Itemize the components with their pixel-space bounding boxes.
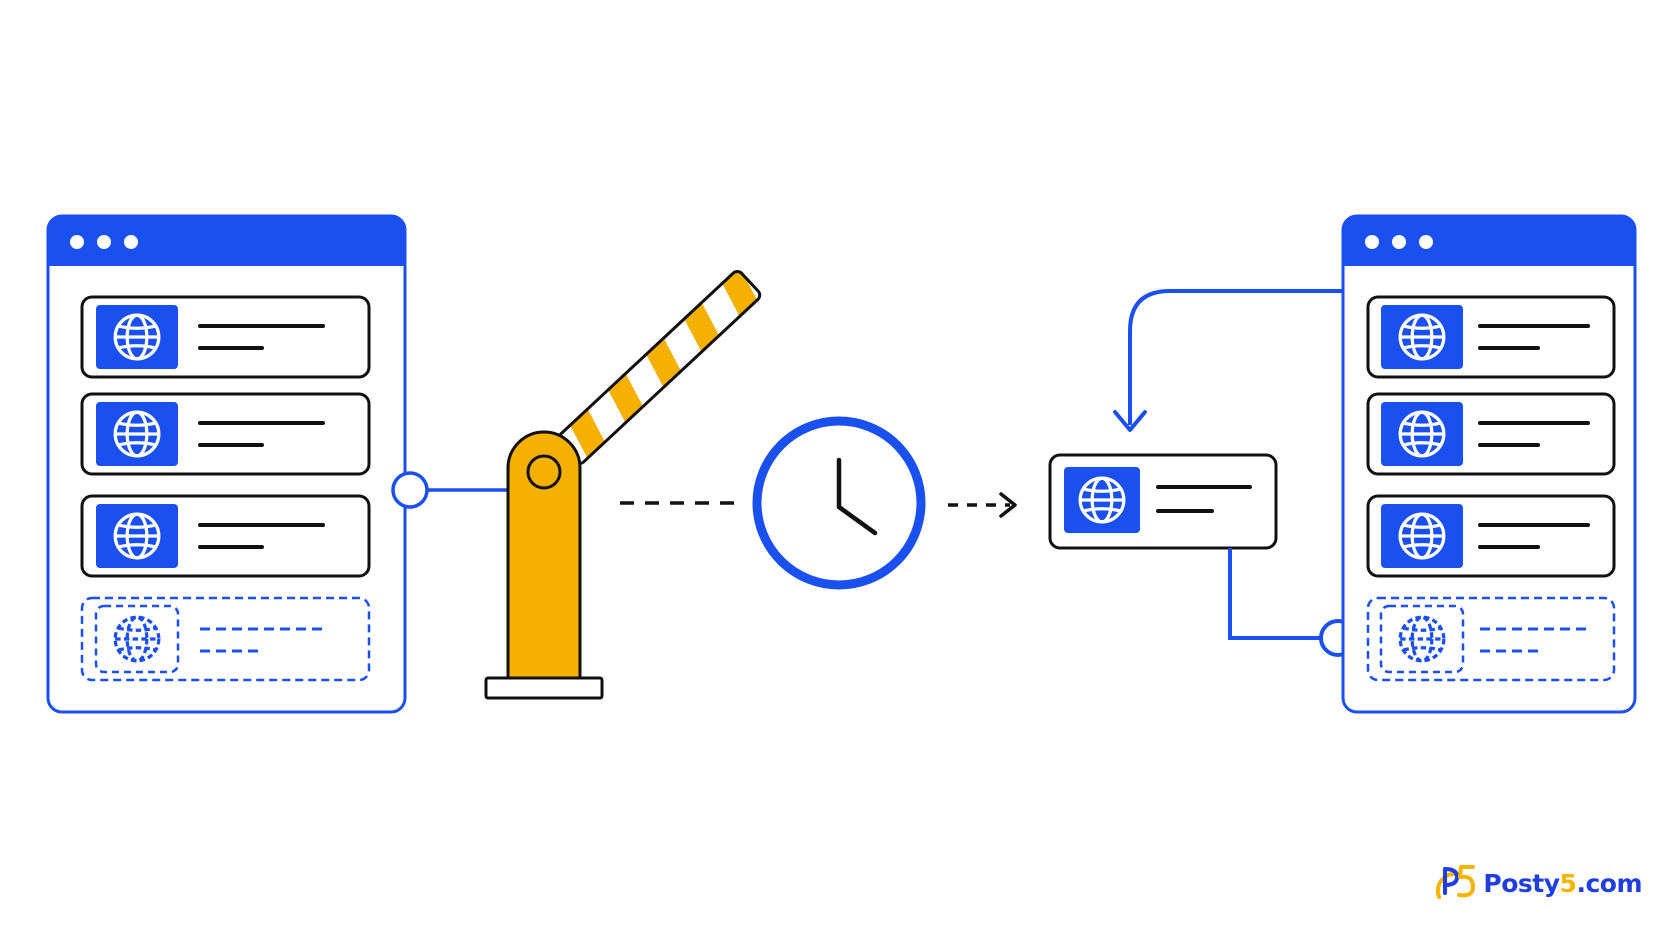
brand-name-part: 5 bbox=[1559, 868, 1577, 898]
left-window-dot bbox=[124, 235, 138, 249]
right-list-item bbox=[1366, 494, 1616, 578]
right-list-item bbox=[1366, 392, 1616, 476]
left-title-bar bbox=[48, 216, 405, 266]
right-placeholder-item bbox=[1366, 596, 1616, 682]
left-list-item bbox=[80, 295, 371, 379]
posty5-logo-icon bbox=[1436, 865, 1476, 899]
brand-logo[interactable]: Posty5.com bbox=[1433, 863, 1642, 903]
barrier-base bbox=[484, 676, 604, 700]
right-title-bar bbox=[1343, 216, 1635, 266]
right-window-dot bbox=[1419, 235, 1433, 249]
right-window-dot bbox=[1392, 235, 1406, 249]
left-connector-node bbox=[391, 471, 429, 509]
barrier-pivot bbox=[526, 454, 562, 490]
dashed-arrow bbox=[948, 492, 1017, 518]
brand-name-part: Posty bbox=[1483, 868, 1560, 898]
barrier-arm bbox=[555, 269, 762, 465]
left-list-item bbox=[80, 392, 371, 476]
clock-icon bbox=[752, 416, 926, 590]
brand-name-part: .com bbox=[1576, 868, 1642, 898]
left-placeholder-item bbox=[80, 596, 371, 682]
left-window-dot bbox=[70, 235, 84, 249]
barrier-post bbox=[506, 430, 582, 682]
boom-gate bbox=[484, 269, 762, 700]
return-arrow bbox=[1113, 289, 1343, 432]
floating-list-item bbox=[1048, 453, 1278, 550]
left-list-item bbox=[80, 494, 371, 578]
left-browser-window bbox=[46, 214, 407, 714]
right-connector-line bbox=[1228, 548, 1322, 640]
right-window-dot bbox=[1365, 235, 1379, 249]
right-list-item bbox=[1366, 295, 1616, 379]
left-window-dot bbox=[97, 235, 111, 249]
right-browser-window bbox=[1341, 214, 1637, 714]
